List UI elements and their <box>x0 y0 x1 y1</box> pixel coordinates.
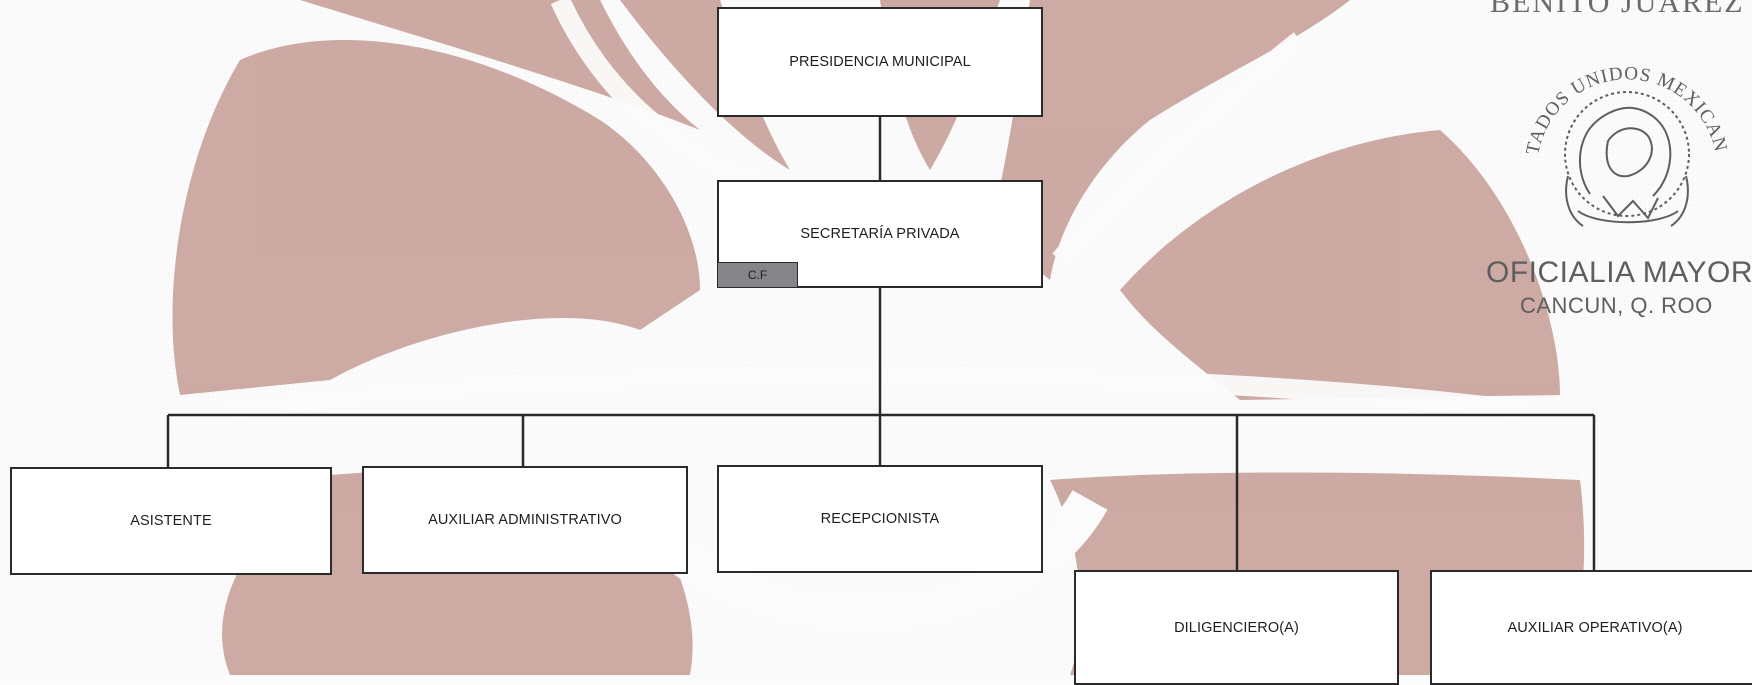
auxiliar-administrativo-label: AUXILIAR ADMINISTRATIVO <box>428 512 622 528</box>
recepcionista-label: RECEPCIONISTA <box>820 511 940 527</box>
secretaria-privada-label: SECRETARÍA PRIVADA <box>800 226 960 242</box>
asistente-label: ASISTENTE <box>130 513 212 529</box>
diligenciero-label: DILIGENCIERO(A) <box>1174 619 1299 636</box>
presidencia-municipal-box: PRESIDENCIA MUNICIPAL <box>717 7 1043 117</box>
mexican-coat-of-arms-seal: ESTADOS UNIDOS MEXICANOS <box>1508 26 1731 227</box>
auxiliar-administrativo-box: AUXILIAR ADMINISTRATIVO <box>362 466 688 574</box>
auxiliar-operativo-label: AUXILIAR OPERATIVO(A) <box>1507 619 1683 636</box>
cf-badge-label: C.F <box>747 268 768 282</box>
cf-badge: C.F <box>717 262 798 288</box>
recepcionista-box: RECEPCIONISTA <box>717 465 1043 573</box>
seal-ring-text: ESTADOS UNIDOS MEXICANOS <box>1508 26 1730 156</box>
svg-text:ESTADOS UNIDOS MEXICANOS: ESTADOS UNIDOS MEXICANOS <box>1508 26 1731 156</box>
presidencia-municipal-label: PRESIDENCIA MUNICIPAL <box>789 54 971 70</box>
diligenciero-box: DILIGENCIERO(A) <box>1074 570 1399 685</box>
stamp-top-text: BENITO JUÁREZ <box>1490 0 1745 19</box>
auxiliar-operativo-box: AUXILIAR OPERATIVO(A) <box>1430 570 1752 685</box>
asistente-box: ASISTENTE <box>10 467 332 575</box>
stamp-office-text: OFICIALIA MAYOR <box>1486 256 1752 289</box>
stamp-city-text: CANCUN, Q. ROO <box>1520 293 1713 318</box>
